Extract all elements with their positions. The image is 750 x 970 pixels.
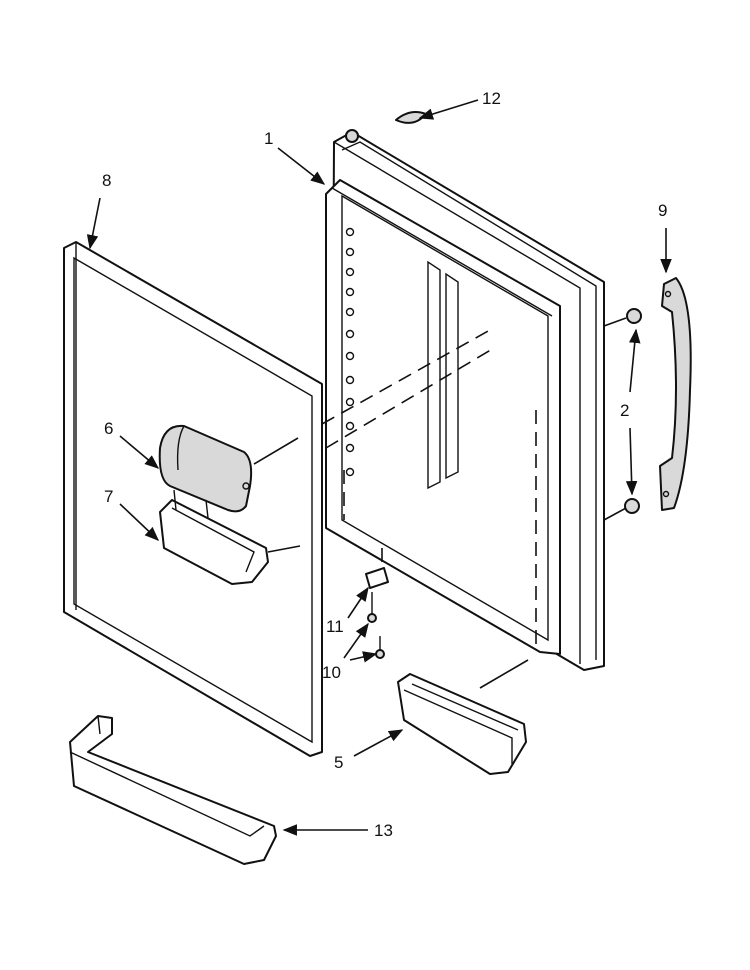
part-2-handle-mounts — [624, 308, 642, 514]
part-10-11-bracket-screws — [365, 567, 389, 659]
callout-2: 2 — [620, 401, 629, 420]
part-8-door-panel — [63, 241, 323, 757]
callout-6: 6 — [104, 419, 113, 438]
part-13-bottom-bin — [69, 715, 277, 865]
callout-9: 9 — [658, 201, 667, 220]
callout-10: 10 — [322, 663, 341, 682]
callout-13: 13 — [374, 821, 393, 840]
part-7-dispenser-tray — [159, 489, 269, 585]
callout-11: 11 — [326, 617, 344, 636]
callout-leaders — [86, 99, 672, 836]
part-9-handle — [659, 277, 692, 511]
callout-labels: 12 1 8 9 2 6 7 11 10 5 13 — [102, 89, 667, 840]
callout-1: 1 — [264, 129, 273, 148]
part-5-door-bin — [397, 673, 527, 775]
callout-5: 5 — [334, 753, 343, 772]
part-6-dispenser-housing — [158, 424, 253, 513]
callout-7: 7 — [104, 487, 113, 506]
part-1-door-frame — [325, 129, 605, 671]
callout-8: 8 — [102, 171, 111, 190]
assembly-lines — [253, 317, 627, 689]
callout-12: 12 — [482, 89, 501, 108]
